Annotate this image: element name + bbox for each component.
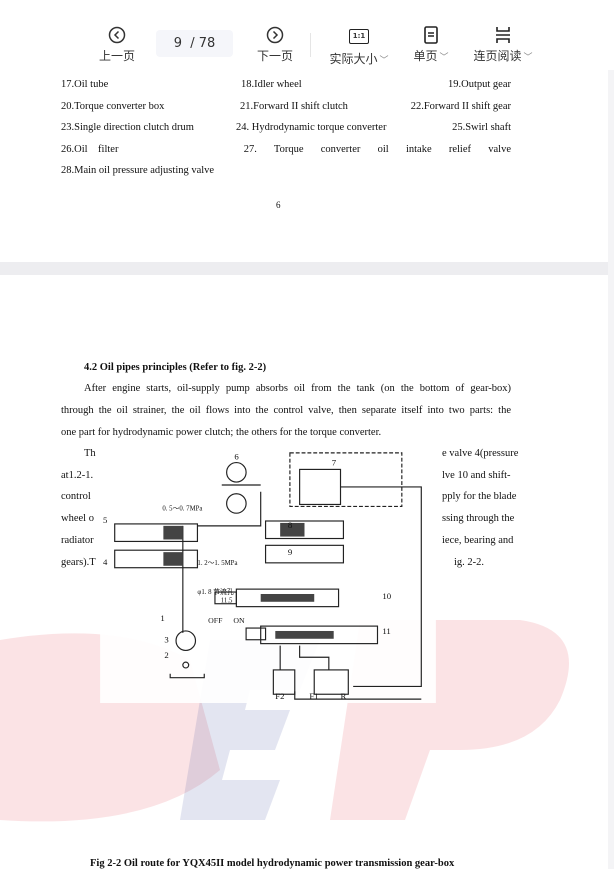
legend-item: 25.Swirl shaft [452,122,511,133]
single-page-label: 单页 [413,49,438,63]
toolbar-divider [310,33,311,57]
pressure-label: 0. 5～0. 7MPa [162,505,202,512]
page-number-input[interactable]: 9 / 78 [156,30,233,57]
figure-caption: Fig 2-2 Oil route for YQX45II model hydr… [90,858,455,869]
valve-label: F2 [275,691,284,701]
paragraph-fragment: iece, bearing and [442,535,514,546]
chevron-right-circle-icon [266,26,284,44]
paragraph-line: one part for hydrodynamic power clutch; … [61,427,382,438]
diagram-label: 2 [164,650,168,660]
next-page-label: 下一页 [256,49,293,63]
chevron-left-circle-icon [108,26,126,44]
paragraph-fragment: ig. 2-2. [454,557,485,568]
diagram-label: 10 [382,591,391,601]
paragraph-fragment: lve 10 and shift- [442,470,511,481]
off-label: OFF [208,616,223,625]
continuous-reading-label: 连页阅读 [473,49,522,63]
legend-item: 22.Forward II shift gear [410,101,511,112]
current-page: 9 [173,36,182,51]
diagram-label: 3 [164,635,169,645]
section-heading: 4.2 Oil pipes principles (Refer to fig. … [84,362,267,373]
legend-item: 24. Hydrodynamic torque converter [236,122,387,133]
oil-route-diagram: 1 2 3 4 5 6 7 8 9 10 11 0. 5～0. 7MPa 1. … [100,448,436,703]
legend-item: 23.Single direction clutch drum [61,122,194,133]
valve-label: R [341,691,347,701]
legend-item: 19.Output gear [448,79,511,90]
single-page-button[interactable]: 单页﹀ [410,26,452,64]
actual-size-icon: 1:1 [349,29,369,44]
diagram-label: 4 [103,557,108,567]
diagram-label: 9 [288,547,293,557]
paragraph-fragment: e valve 4(pressure [442,448,519,459]
legend-item: 17.Oil tube [61,79,109,90]
legend-item: 20.Torque converter box [61,101,165,112]
paragraph-fragment: pply for the blade [442,491,517,502]
diagram-label: 1 [160,613,164,623]
total-pages: / 78 [190,36,216,51]
paragraph-fragment: Th [84,448,96,459]
diagram-label: 6 [234,452,239,462]
chevron-down-icon: ﹀ [523,53,533,63]
paragraph-fragment: ssing through the [442,513,515,524]
legend-item: 27. Torque converter oil intake relief v… [243,144,511,155]
actual-size-button[interactable]: 1:1 实际大小﹀ [326,26,392,67]
pressure-label: 1. 2～1. 5MPa [197,560,237,567]
viewer-toolbar: 上一页 9 / 78 下一页 1:1 实际大小﹀ 单页﹀ 连页阅读﹀ [0,0,614,70]
actual-size-label: 实际大小 [329,52,378,66]
diagram-label: 11 [382,626,390,636]
continuous-reading-button[interactable]: 连页阅读﹀ [470,26,536,64]
chevron-down-icon: ﹀ [379,56,389,66]
legend-item: 28.Main oil pressure adjusting valve [61,165,215,176]
next-page-button[interactable]: 下一页 [254,26,296,64]
paragraph-line: After engine starts, oil-supply pump abs… [84,383,511,394]
legend-item: 26.Oil filter [61,144,119,155]
document-page-6: 17.Oil tube 18.Idler wheel 19.Output gea… [0,70,608,262]
diagram-label: 8 [288,520,293,530]
orifice-label: φ1. 8 节流孔 [197,587,233,596]
paragraph-line: through the oil strainer, the oil flows … [61,405,511,416]
on-label: ON [233,616,245,625]
paragraph-fragment: control [61,491,91,502]
legend-item: 18.Idler wheel [241,79,302,90]
chevron-down-icon: ﹀ [439,53,449,63]
scrollbar[interactable] [608,70,614,869]
single-page-icon [424,26,438,44]
paragraph-fragment: gears).T [61,557,96,568]
prev-page-label: 上一页 [98,49,135,63]
paragraph-fragment: radiator [61,535,94,546]
diagram-label: 5 [103,515,108,525]
page-number: 6 [276,200,281,210]
paragraph-fragment: at1.2-1. [61,470,94,481]
travel-label: 11.5 [221,598,233,605]
valve-label: F1 [309,691,318,701]
continuous-page-icon [496,27,510,43]
paragraph-fragment: wheel o [61,513,94,524]
diagram-label: 7 [332,458,337,468]
legend-item: 21.Forward II shift clutch [240,101,348,112]
prev-page-button[interactable]: 上一页 [96,26,138,64]
